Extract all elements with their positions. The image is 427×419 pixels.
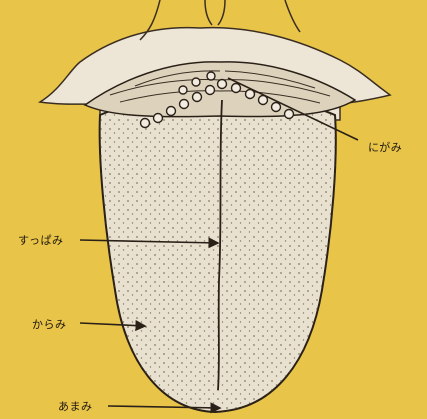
bitter-label: にがみ: [368, 139, 402, 155]
tongue-texture: [100, 95, 336, 412]
spicy-label: からみ: [32, 316, 67, 332]
sour-label: すっぱみ: [18, 232, 64, 248]
sweet-label: あまみ: [58, 398, 93, 414]
